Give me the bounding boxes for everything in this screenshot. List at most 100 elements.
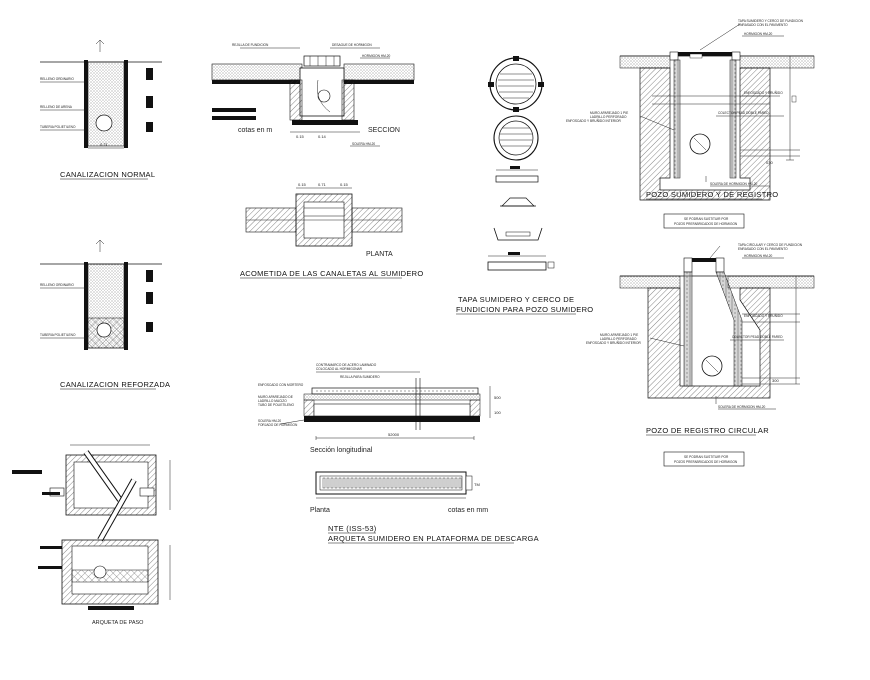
grating-slot	[426, 477, 430, 489]
svg-text:ENFOSCADO Y BRUÑIDO: ENFOSCADO Y BRUÑIDO	[744, 313, 783, 318]
svg-text:RELLENO ORDINARIO: RELLENO ORDINARIO	[40, 77, 74, 81]
grating-slot	[446, 477, 450, 489]
title-pozo-circular: POZO DE REGISTRO CIRCULAR	[646, 426, 769, 435]
svg-text:TUBO DE POLIETILENO: TUBO DE POLIETILENO	[258, 403, 294, 407]
dim-0-14: 0.14	[318, 134, 327, 139]
note-circ-2: POZOS PREFABRICADOS DE HORMIGON	[674, 460, 738, 464]
grating-slot	[366, 477, 370, 489]
svg-text:FORJADO DE HORMIGON: FORJADO DE HORMIGON	[258, 423, 298, 427]
label-planta: Planta	[310, 507, 330, 514]
svg-text:HORMIGON HM-20: HORMIGON HM-20	[744, 254, 773, 258]
grating-slot	[402, 477, 406, 489]
arqueta-sumidero-planta: TM	[315, 471, 480, 499]
svg-text:REJILLA PARA SUMIDERO: REJILLA PARA SUMIDERO	[340, 375, 380, 379]
svg-text:SOLERA HM-20: SOLERA HM-20	[258, 419, 281, 423]
svg-text:TAPA CIRCULAR Y CERCO DE FUNDI: TAPA CIRCULAR Y CERCO DE FUNDICION	[738, 243, 803, 247]
title-canalizacion-reforzada: CANALIZACION REFORZADA	[60, 380, 170, 389]
grating-slot	[454, 477, 458, 489]
note-box-circular	[663, 451, 745, 467]
seccion-longitudinal: 52000 500 100 CONTRAMARCO DE ACERO LAMIN…	[258, 363, 501, 440]
dim-0-15: 0.15	[296, 134, 305, 139]
svg-text:SOLERA DE HORMIGON HM-20: SOLERA DE HORMIGON HM-20	[718, 405, 766, 409]
grating-slot	[406, 477, 410, 489]
grating-slot	[394, 477, 398, 489]
tapa-sumidero-sections	[487, 166, 555, 271]
grating-slot	[342, 477, 346, 489]
grating-slot	[338, 477, 342, 489]
dim-tm: TM	[474, 482, 480, 487]
dim-0-71: 0.71	[318, 182, 327, 187]
note-box-pozo	[663, 213, 745, 229]
grating-slot	[414, 477, 418, 489]
dim-52000: 52000	[388, 432, 400, 437]
grating-slot	[442, 477, 446, 489]
note-tapa-sumidero: TAPA SUMIDERO Y CERCO DE FUNDICION	[738, 19, 804, 23]
note-enfoscado: ENFOSCADO Y BRUÑIDO INTERIOR	[566, 118, 621, 123]
grating-slot	[398, 477, 402, 489]
svg-text:REJILLA DE FUNDICION: REJILLA DE FUNDICION	[232, 43, 269, 47]
tapa-sumidero-plan-1	[488, 56, 544, 112]
title-tapa-line2: FUNDICION PARA POZO SUMIDERO	[456, 305, 593, 314]
seccion-sumidero: REJILLA DE FUNDICION DESAGUE DE HORMIGON…	[211, 43, 415, 147]
title-nte: NTE (ISS-53)	[328, 524, 377, 533]
label-seccion: SECCION	[368, 127, 400, 134]
grating-slot	[390, 477, 394, 489]
svg-text:ENRASADO CON EL PAVIMENTO: ENRASADO CON EL PAVIMENTO	[738, 247, 788, 251]
svg-text:MURO APAREJADO DE: MURO APAREJADO DE	[258, 395, 293, 399]
grating-slot	[346, 477, 350, 489]
grating-slot	[386, 477, 390, 489]
svg-text:TUBERIA POLIETILENO: TUBERIA POLIETILENO	[40, 333, 76, 337]
svg-text:300: 300	[772, 378, 779, 383]
svg-text:ENFOSCADO Y BRUÑIDO INTERIOR: ENFOSCADO Y BRUÑIDO INTERIOR	[586, 340, 641, 345]
label-cotas-en-mm: cotas en mm	[448, 507, 488, 514]
note-pozo-2: POZOS PREFABRICADOS DE HORMIGON	[674, 222, 738, 226]
note-enrasado: ENRASADO CON EL PAVIMENTO	[738, 23, 788, 27]
label-seccion-longitudinal: Sección longitudinal	[310, 447, 373, 454]
svg-text:DESAGUE DE HORMIGON: DESAGUE DE HORMIGON	[332, 43, 372, 47]
grating-slot	[430, 477, 434, 489]
grating-slot	[370, 477, 374, 489]
grating-slot	[354, 477, 358, 489]
note-pozo-1: SE PODRAN SUSTITUIR POR	[684, 217, 729, 221]
note-circ-1: SE PODRAN SUSTITUIR POR	[684, 455, 729, 459]
grating-slot	[358, 477, 362, 489]
svg-text:CONTRAMARCO DE ACERO LAMINADO: CONTRAMARCO DE ACERO LAMINADO	[316, 363, 377, 367]
pozo-sumidero-section: 030 TAPA SUMIDERO Y CERCO DE FUNDICION E…	[566, 19, 815, 201]
note-ladrillo: LADRILLO PERFORADO	[590, 115, 627, 119]
grating-slot	[334, 477, 338, 489]
label-planta-upper: PLANTA	[366, 251, 393, 258]
title-canalizacion-normal: CANALIZACION NORMAL	[60, 170, 155, 179]
grating-slot	[378, 477, 382, 489]
grating-slot	[350, 477, 354, 489]
note-hormigon: HORMIGON HM-20	[744, 32, 773, 36]
title-tapa-line1: TAPA SUMIDERO Y CERCO DE	[458, 295, 574, 304]
grating-slot	[422, 477, 426, 489]
note-colector: COLECTOR PEAD DOBLE PARED	[718, 111, 769, 115]
note-enf-brunido: ENFOSCADO Y BRUÑIDO	[744, 90, 783, 95]
title-arqueta-de-paso: ARQUETA DE PASO	[92, 620, 144, 626]
svg-text:TUBERIA POLIETILENO: TUBERIA POLIETILENO	[40, 125, 76, 129]
arqueta-de-paso-section	[38, 539, 171, 610]
grating-slot	[458, 477, 462, 489]
tapa-sumidero-plan-2	[493, 115, 539, 161]
svg-text:0.15: 0.15	[340, 182, 349, 187]
grating-slot	[322, 477, 326, 489]
grating-slot	[418, 477, 422, 489]
svg-text:SOLERA HM-20: SOLERA HM-20	[352, 142, 375, 146]
grating-slot	[362, 477, 366, 489]
label-cotas-en-m: cotas en m	[238, 127, 272, 134]
grating-slot	[434, 477, 438, 489]
svg-text:0.71: 0.71	[100, 142, 109, 147]
grating-slot	[450, 477, 454, 489]
grating-slots	[322, 477, 462, 489]
title-pozo-sumidero: POZO SUMIDERO Y DE REGISTRO	[646, 190, 778, 199]
dim-030: 030	[766, 160, 773, 165]
dim-500: 500	[494, 395, 501, 400]
svg-text:0.15: 0.15	[298, 182, 307, 187]
pozo-circular-section: 300 TAPA CIRCULAR Y CERCO DE FUNDICION E…	[586, 243, 815, 410]
note-muro: MURO APAREJADO 1 PIE	[590, 111, 628, 115]
svg-text:MURO APAREJADO 1 PIE: MURO APAREJADO 1 PIE	[600, 333, 638, 337]
svg-text:HORMIGON HM-20: HORMIGON HM-20	[362, 54, 391, 58]
